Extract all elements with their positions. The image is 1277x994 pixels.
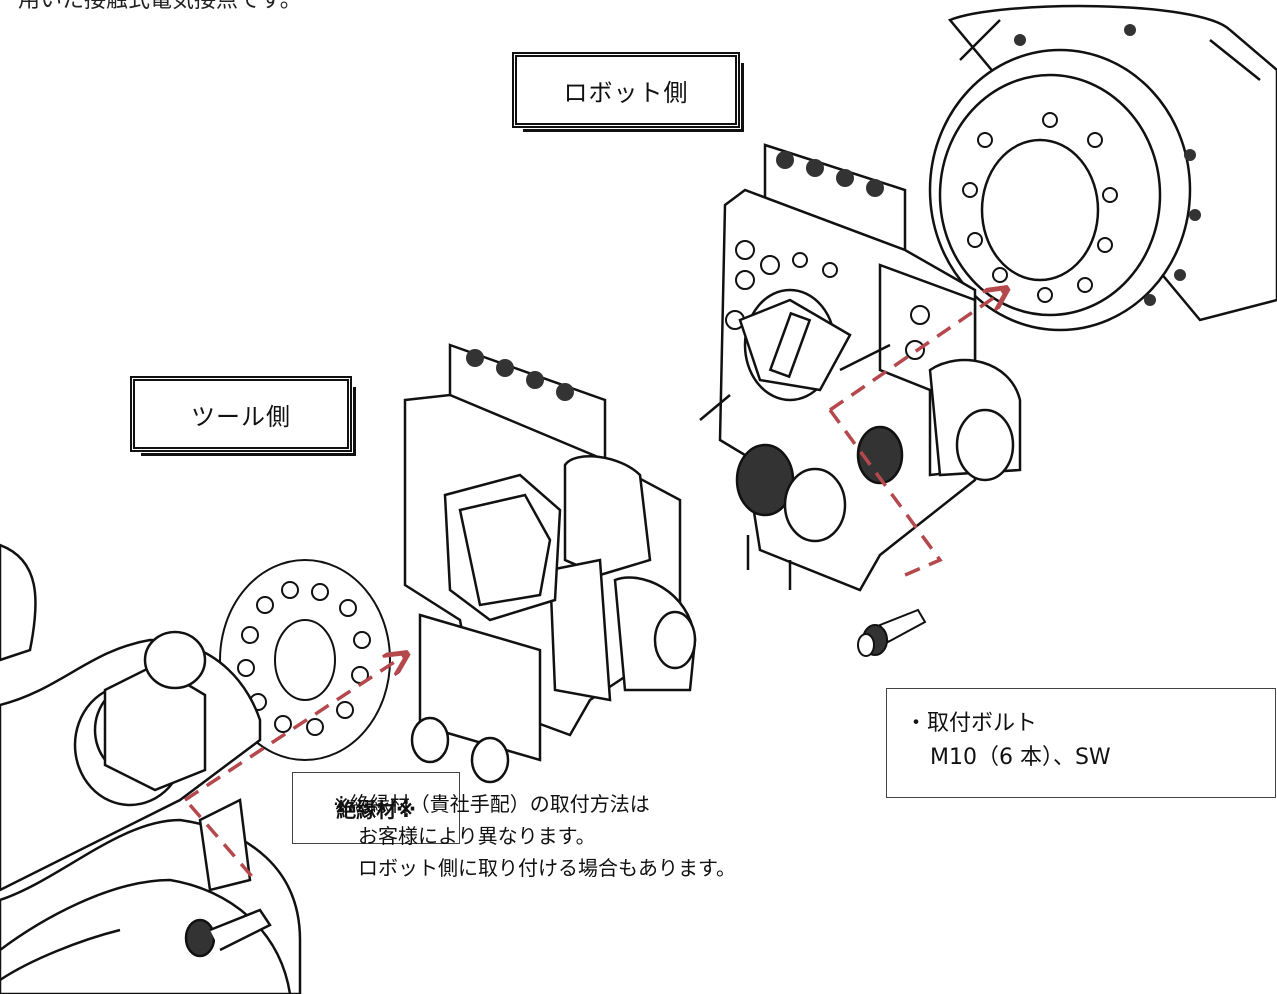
robot-side-label-text: ロボット側 (563, 78, 689, 107)
note-line-1: ※絶縁材（貴社手配）の取付方法は (333, 792, 650, 816)
tool-side-label-text: ツール側 (191, 402, 291, 431)
bolt-spec-line-1: ・取付ボルト (905, 711, 1038, 736)
installation-note: ※絶縁材（貴社手配）の取付方法は お客様により異なります。 ロボット側に取り付け… (333, 788, 736, 884)
robot-side-label: ロボット側 (512, 52, 744, 132)
bolt-spec-line-2: M10（6 本）、SW (930, 745, 1111, 770)
mounting-bolt (857, 608, 927, 657)
robot-flange (928, 4, 1277, 332)
insulator-label: 絶縁材※ (292, 772, 460, 844)
tool-side-label: ツール側 (130, 376, 356, 456)
tool-side-changer (403, 343, 697, 784)
insulator-disc (219, 559, 391, 761)
note-line-2: お客様により異なります。 (358, 824, 596, 848)
intro-text-fragment: 用いた接触式電気接点です。 (18, 0, 302, 13)
assembly-arrows (184, 290, 1005, 882)
robot-side-changer (699, 143, 1022, 592)
insulator-label-text: 絶縁材※ (336, 797, 416, 822)
tool-mount-arm (0, 543, 302, 994)
note-line-3: ロボット側に取り付ける場合もあります。 (358, 856, 736, 880)
mounting-bolt-spec-box: ・取付ボルト M10（6 本）、SW (886, 688, 1276, 798)
